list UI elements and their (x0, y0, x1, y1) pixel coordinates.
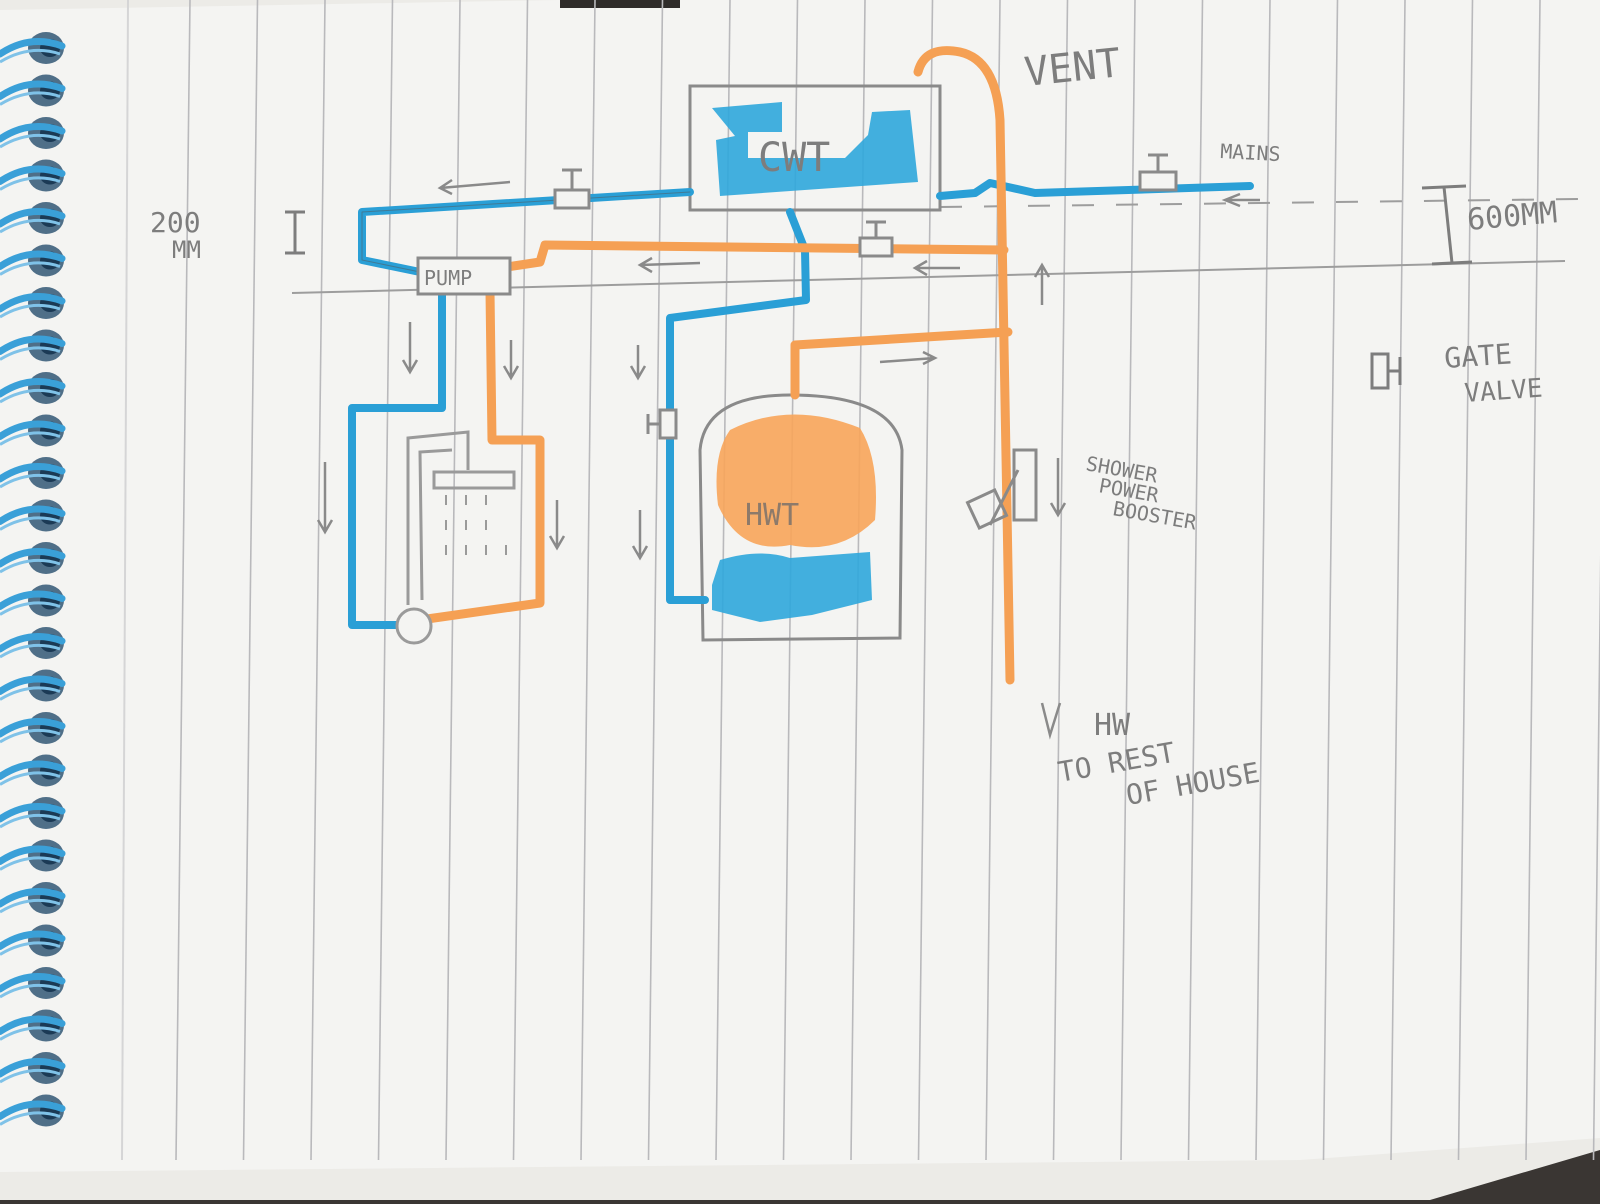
dim-200-unit-label: MM (172, 236, 201, 264)
cwt-label: CWT (758, 135, 830, 181)
hwt-label: HWT (745, 498, 799, 533)
dim-200-label: 200 (150, 206, 201, 239)
hw-label: HW (1094, 708, 1131, 743)
gate-valve-legend-label: GATE (1443, 337, 1513, 375)
gate-valve-legend-label-2: VALVE (1463, 374, 1543, 409)
mains-label: MAINS (1220, 139, 1281, 166)
pump-label: PUMP (424, 266, 472, 290)
pump: PUMP (418, 258, 510, 294)
